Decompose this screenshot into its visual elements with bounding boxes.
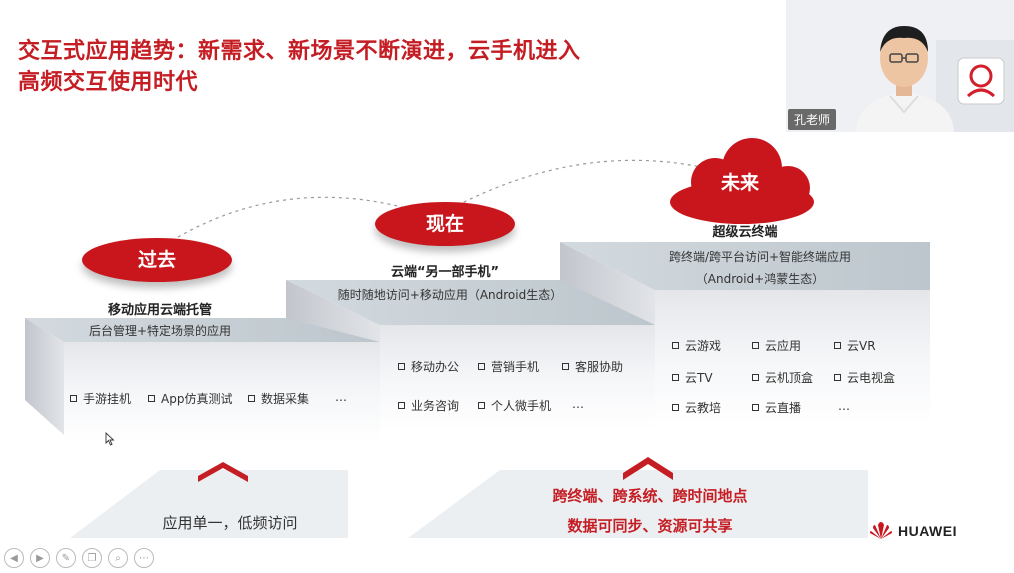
checkbox-bullet-icon	[752, 404, 759, 411]
bottom-left-platform	[70, 470, 348, 538]
stage-present-subtitle: 随时随地访问+移动应用（Android生态）	[337, 288, 563, 302]
bottom-right-line1: 跨终端、跨系统、跨时间地点	[552, 487, 748, 505]
stage-past-caption: 移动应用云端托管	[107, 303, 212, 318]
list-item: 云直播	[752, 399, 801, 416]
checkbox-bullet-icon	[148, 395, 155, 402]
bottom-left-text: 应用单一，低频访问	[162, 514, 298, 532]
connector-arc	[159, 196, 421, 249]
list-item: 数据采集	[248, 390, 309, 407]
checkbox-bullet-icon	[562, 363, 569, 370]
pages-icon[interactable]: ❐	[82, 548, 102, 568]
bottom-right-line2: 数据可同步、资源可共享	[567, 517, 733, 535]
list-item: 云电视盒	[834, 369, 895, 386]
chevron-up-icon	[623, 457, 673, 480]
stage-future-label: 未来	[720, 172, 759, 194]
checkbox-bullet-icon	[834, 374, 841, 381]
presenter-image	[786, 0, 1014, 132]
chevron-up-icon	[198, 462, 248, 482]
list-item: 云应用	[752, 337, 801, 354]
list-item-ellipsis: …	[838, 399, 850, 413]
step2-top	[286, 280, 655, 325]
stage-future-caption: 超级云终端	[712, 225, 778, 240]
checkbox-bullet-icon	[672, 374, 679, 381]
checkbox-bullet-icon	[478, 363, 485, 370]
stage-future-subtitle-2: （Android+鸿蒙生态）	[695, 272, 825, 286]
step3-side	[560, 242, 655, 325]
list-item: 云机顶盒	[752, 369, 813, 386]
bottom-right-platform	[408, 470, 868, 538]
pen-icon[interactable]: ✎	[56, 548, 76, 568]
list-item: 云VR	[834, 337, 876, 354]
checkbox-bullet-icon	[398, 363, 405, 370]
list-item: 客服协助	[562, 358, 623, 375]
list-item: 移动办公	[398, 358, 459, 375]
stage-present-oval: 现在	[375, 202, 515, 246]
list-item: 业务咨询	[398, 397, 459, 414]
checkbox-bullet-icon	[70, 395, 77, 402]
webcam-name-label: 孔老师	[788, 109, 837, 130]
next-icon[interactable]: ▶	[30, 548, 50, 568]
list-item: 云TV	[672, 369, 713, 386]
stage-past-subtitle: 后台管理+特定场景的应用	[88, 324, 232, 338]
step1-side	[25, 318, 64, 435]
step1-front	[64, 342, 380, 442]
checkbox-bullet-icon	[672, 404, 679, 411]
checkbox-bullet-icon	[398, 402, 405, 409]
brand-text: HUAWEI	[898, 523, 957, 539]
list-item-ellipsis: …	[572, 397, 584, 411]
logo-sign-icon	[957, 57, 1005, 105]
step1-top	[25, 318, 380, 342]
checkbox-bullet-icon	[248, 395, 255, 402]
checkbox-bullet-icon	[672, 342, 679, 349]
checkbox-bullet-icon	[478, 402, 485, 409]
list-item: 手游挂机	[70, 390, 131, 407]
mouse-cursor-icon	[105, 432, 115, 446]
huawei-logo: HUAWEI	[868, 521, 957, 541]
slide-title-line2: 高频交互使用时代	[18, 70, 199, 95]
list-item: 云游戏	[672, 337, 721, 354]
checkbox-bullet-icon	[834, 342, 841, 349]
checkbox-bullet-icon	[752, 342, 759, 349]
stage-past-oval: 过去	[82, 238, 232, 282]
huawei-flower-icon	[870, 522, 892, 539]
list-item-ellipsis: …	[335, 390, 347, 404]
presentation-toolbar: ◀ ▶ ✎ ❐ ⌕ ⋯	[4, 548, 154, 568]
staircase-graphic	[25, 138, 930, 538]
step3-top	[560, 242, 930, 290]
cloud-shape	[670, 138, 814, 224]
stage-present-caption: 云端“另一部手机”	[390, 265, 500, 280]
slide-title-line1: 交互式应用趋势：新需求、新场景不断演进，云手机进入	[18, 39, 581, 64]
stage-future-subtitle-1: 跨终端/跨平台访问+智能终端应用	[668, 250, 852, 264]
step3-front	[655, 290, 930, 425]
list-item: App仿真测试	[148, 390, 232, 407]
step2-side	[286, 280, 380, 342]
webcam-video	[786, 0, 1014, 132]
prev-icon[interactable]: ◀	[4, 548, 24, 568]
more-icon[interactable]: ⋯	[134, 548, 154, 568]
step2-front	[380, 325, 655, 430]
checkbox-bullet-icon	[752, 374, 759, 381]
list-item: 云教培	[672, 399, 721, 416]
zoom-icon[interactable]: ⌕	[108, 548, 128, 568]
list-item: 营销手机	[478, 358, 539, 375]
list-item: 个人微手机	[478, 397, 551, 414]
